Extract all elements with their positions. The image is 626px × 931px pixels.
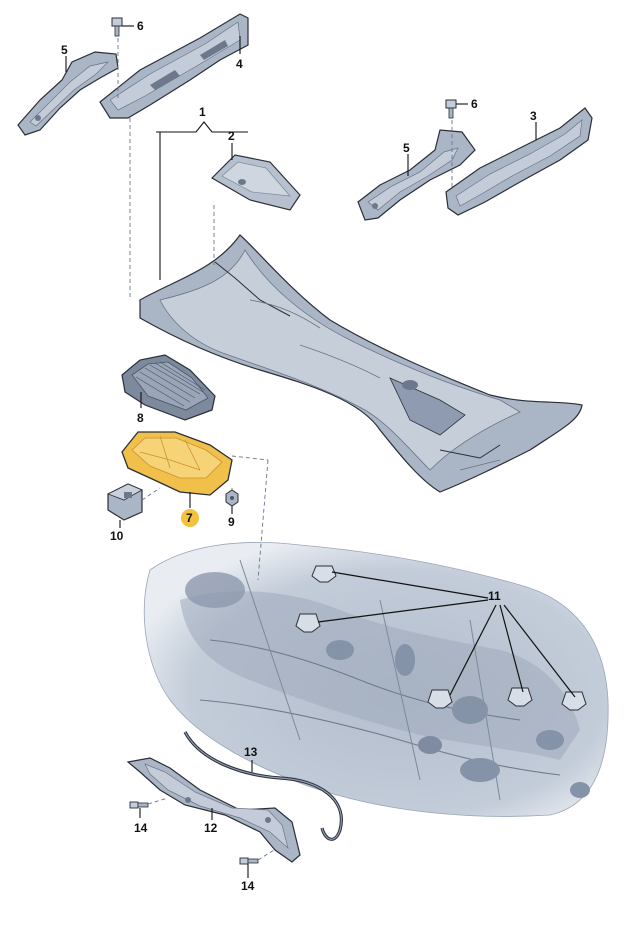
seal-strip-13 xyxy=(183,731,343,841)
leader-lines-11 xyxy=(317,571,576,698)
label-7: 7 xyxy=(186,511,193,525)
clip-part xyxy=(427,689,453,709)
label-6-right: 6 xyxy=(471,97,478,111)
label-5-right: 5 xyxy=(403,141,410,155)
label-2: 2 xyxy=(228,129,235,143)
clip-part xyxy=(561,691,587,711)
label-6-left: 6 xyxy=(137,19,144,33)
highlight-badge-7 xyxy=(181,509,199,527)
grille-cover-8 xyxy=(121,354,216,421)
nut-9 xyxy=(225,489,239,507)
clip-part xyxy=(507,687,533,707)
cowl-strip-4 xyxy=(99,13,249,119)
label-9: 9 xyxy=(228,515,235,529)
screw-14-upper xyxy=(129,801,149,809)
label-12: 12 xyxy=(204,821,218,835)
label-3: 3 xyxy=(530,109,537,123)
bolt-6-left xyxy=(111,17,123,37)
label-13: 13 xyxy=(244,745,258,759)
screw-14-lower xyxy=(239,857,259,865)
clip-part xyxy=(295,613,321,633)
water-box-tray-1 xyxy=(139,234,583,493)
label-14-upper: 14 xyxy=(134,821,148,835)
label-10: 10 xyxy=(110,529,124,543)
clip-part xyxy=(311,565,337,583)
sensor-10 xyxy=(107,483,143,521)
label-5-left: 5 xyxy=(61,43,68,57)
end-cap-5-left xyxy=(17,51,119,136)
label-1: 1 xyxy=(199,105,206,119)
label-8: 8 xyxy=(137,411,144,425)
cowl-strip-3 xyxy=(445,107,593,216)
vehicle-body-section xyxy=(143,542,609,817)
trim-panel-12 xyxy=(126,757,301,863)
bolt-6-right xyxy=(445,99,457,119)
label-14-lower: 14 xyxy=(241,879,255,893)
clip-11-group xyxy=(295,565,587,711)
end-cap-5-right xyxy=(357,129,476,221)
cover-panel-2 xyxy=(211,154,301,211)
leader-lines xyxy=(65,25,537,878)
part-labels: 1 2 3 4 5 5 6 6 7 8 9 10 11 12 13 14 14 xyxy=(61,19,537,893)
housing-7-highlighted xyxy=(121,431,233,496)
installation-dash-lines xyxy=(117,38,453,861)
label-11: 11 xyxy=(488,589,501,603)
label-4: 4 xyxy=(236,57,243,71)
